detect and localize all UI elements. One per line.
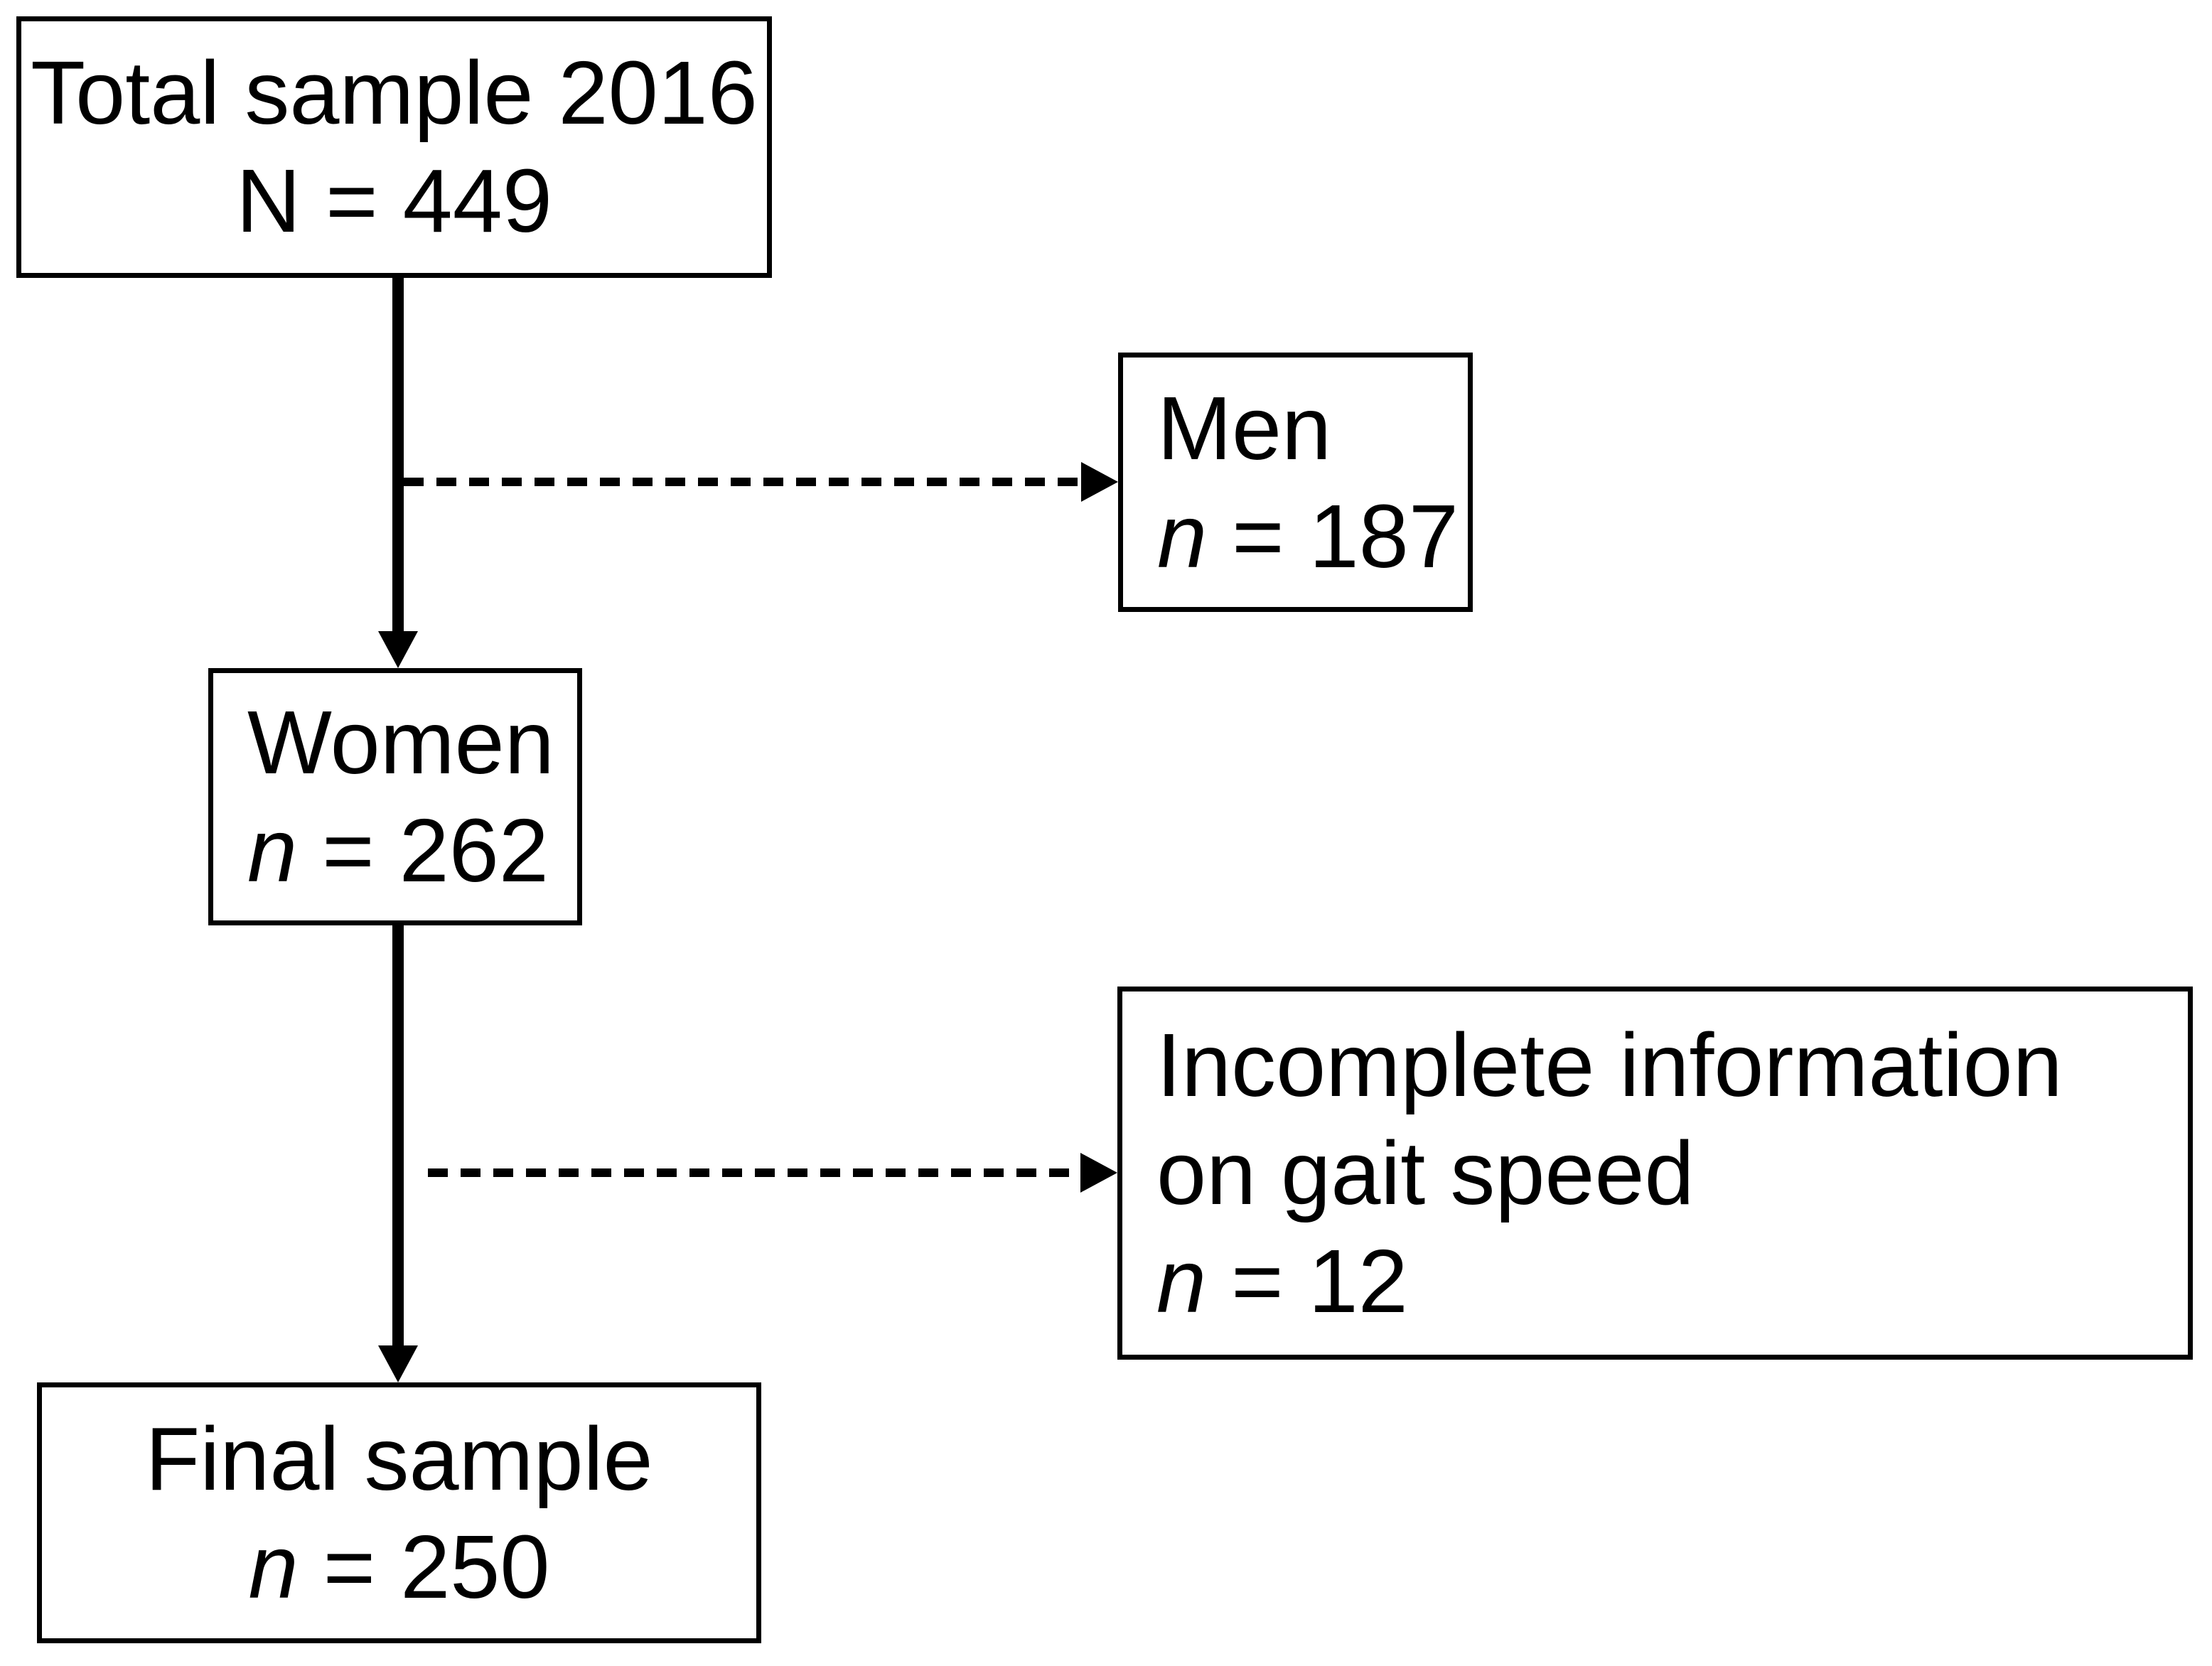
node-women-title: Women	[247, 692, 554, 792]
node-final-sample-count: n = 250	[249, 1513, 550, 1621]
node-final-sample: Final sample n = 250	[37, 1382, 761, 1643]
count-value: = 187	[1207, 485, 1459, 586]
count-value: = 12	[1206, 1230, 1408, 1331]
node-total-sample-title: Total sample 2016	[31, 43, 758, 143]
node-incomplete-info: Incomplete information on gait speed n =…	[1117, 987, 2193, 1360]
node-women: Women n = 262	[208, 668, 582, 925]
right-arrowhead-icon	[1081, 462, 1118, 502]
node-incomplete-info-count: n = 12	[1156, 1227, 1408, 1336]
node-total-sample-count: N = 449	[236, 147, 552, 255]
node-final-sample-title: Final sample	[145, 1408, 653, 1509]
count-value: = 449	[301, 151, 552, 251]
count-symbol: n	[247, 800, 298, 901]
count-symbol: N	[236, 151, 301, 251]
node-men: Men n = 187	[1118, 353, 1473, 612]
node-incomplete-info-title-line2: on gait speed	[1156, 1122, 1695, 1223]
count-value: = 262	[297, 800, 549, 901]
down-arrowhead-icon	[378, 1345, 418, 1382]
count-value: = 250	[298, 1516, 550, 1617]
right-arrowhead-icon	[1080, 1153, 1117, 1193]
node-total-sample: Total sample 2016 N = 449	[16, 16, 772, 278]
node-men-count: n = 187	[1157, 483, 1459, 591]
node-women-count: n = 262	[247, 797, 549, 905]
arrow-women-to-final-shaft	[392, 925, 404, 1349]
count-symbol: n	[1157, 485, 1208, 586]
down-arrowhead-icon	[378, 631, 418, 668]
arrow-total-to-women-shaft	[392, 277, 404, 635]
node-men-title: Men	[1157, 377, 1332, 478]
count-symbol: n	[248, 1516, 299, 1617]
count-symbol: n	[1156, 1230, 1207, 1331]
arrow-to-men-dashed-shaft	[404, 478, 1081, 486]
node-incomplete-info-title-line1: Incomplete information	[1156, 1014, 2063, 1115]
arrow-to-incomplete-dashed-shaft	[428, 1168, 1080, 1177]
